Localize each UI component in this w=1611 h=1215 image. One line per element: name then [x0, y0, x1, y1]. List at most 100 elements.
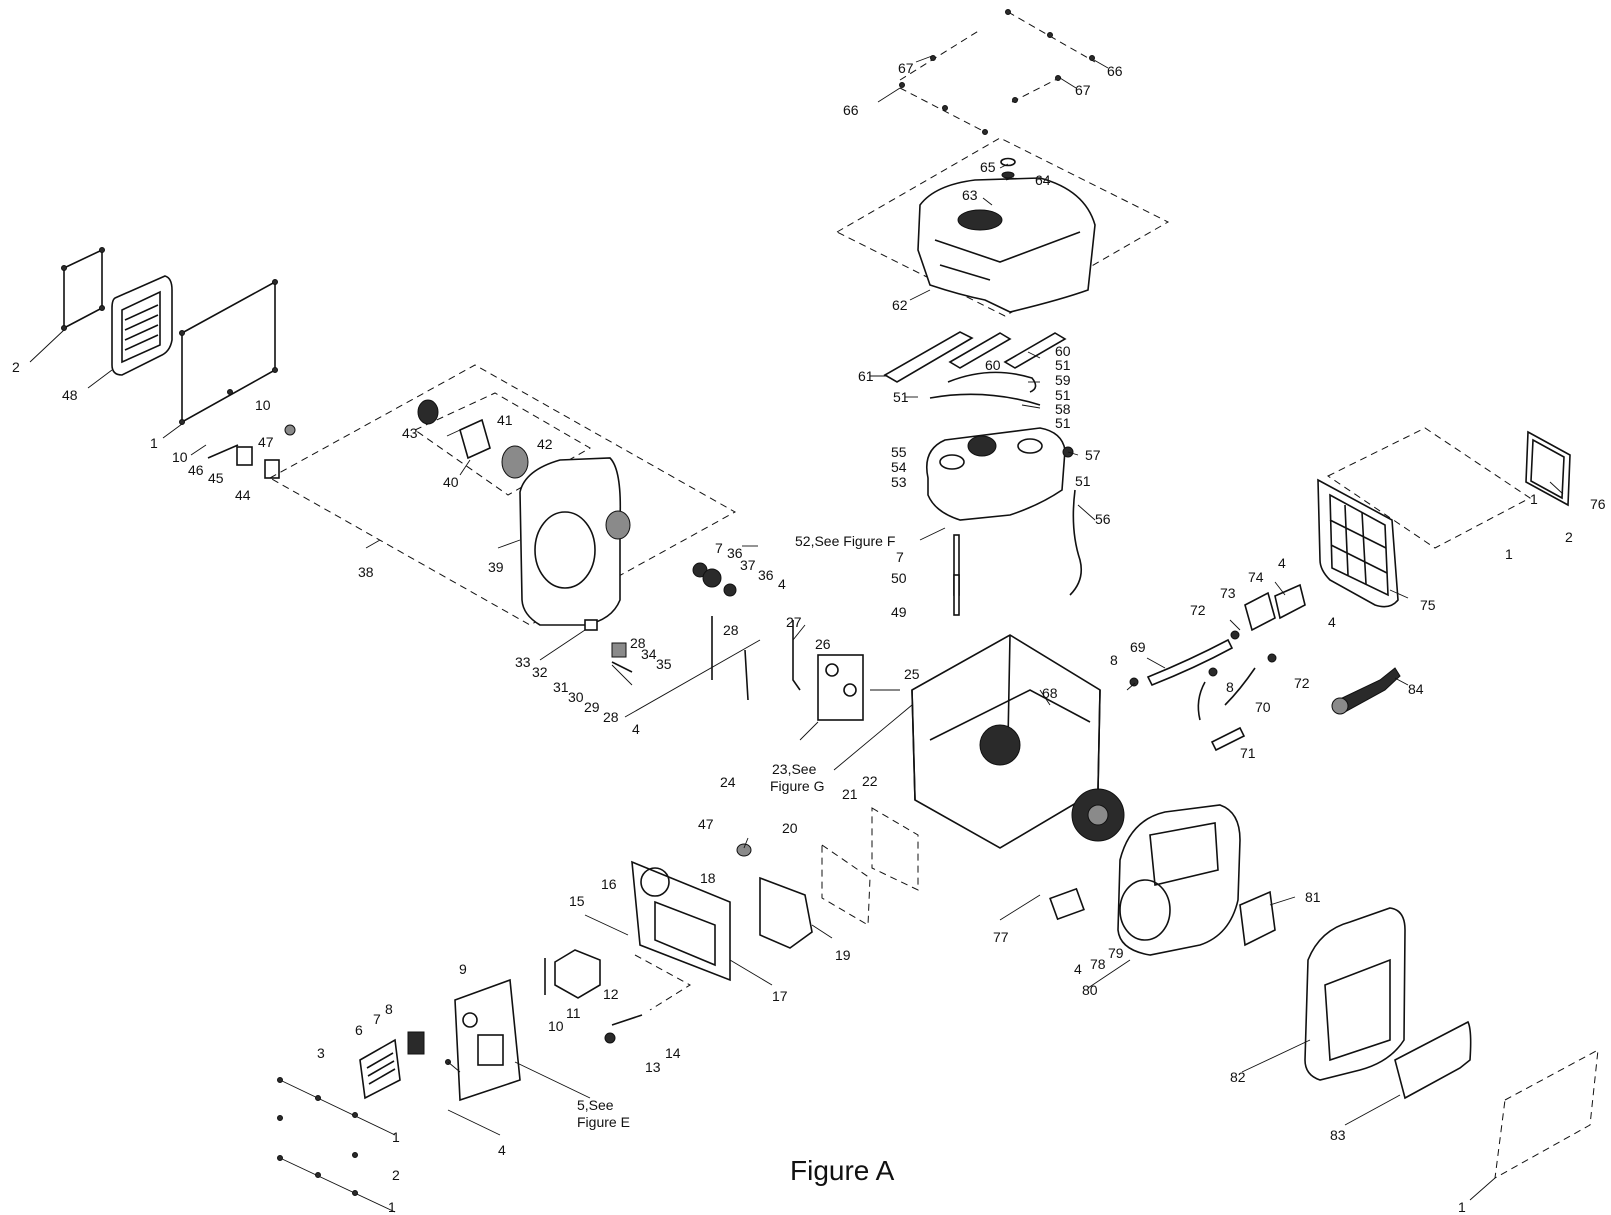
battery-group — [544, 949, 691, 1044]
callout-28-b: 28 — [723, 622, 739, 638]
callout-24: 24 — [720, 774, 736, 790]
callout-71: 71 — [1240, 745, 1256, 761]
callout-16: 16 — [601, 876, 617, 892]
callout-11: 11 — [566, 1005, 581, 1021]
top-cover-group — [835, 137, 1170, 317]
callout-4-e: 4 — [1328, 614, 1336, 630]
callout-10-a: 10 — [255, 397, 271, 413]
callout-82: 82 — [1230, 1069, 1246, 1085]
small-parts-center-group — [584, 616, 864, 721]
figure-caption: Figure A — [790, 1155, 895, 1186]
callout-63: 63 — [962, 187, 978, 203]
callout-42: 42 — [537, 436, 553, 452]
callout-22: 22 — [862, 773, 878, 789]
callout-80: 80 — [1082, 982, 1098, 998]
callout-8-c: 8 — [1226, 679, 1234, 695]
callout-5-a: 5,See — [577, 1097, 614, 1113]
callout-1-f: 1 — [1458, 1199, 1466, 1215]
muffler-guard-group — [1317, 427, 1571, 608]
callout-10-c: 10 — [548, 1018, 564, 1034]
callout-23-b: Figure G — [770, 778, 824, 794]
top-fasteners-group — [899, 9, 1096, 135]
callout-18: 18 — [700, 870, 716, 886]
callout-4-d: 4 — [1278, 555, 1286, 571]
callout-27: 27 — [786, 614, 802, 630]
callout-67-a: 67 — [898, 60, 914, 76]
callout-25: 25 — [904, 666, 920, 682]
callout-51-c: 51 — [1055, 387, 1071, 403]
callout-49: 49 — [891, 604, 907, 620]
callout-67-b: 67 — [1075, 82, 1091, 98]
callout-51-b: 51 — [893, 389, 909, 405]
callout-15: 15 — [569, 893, 585, 909]
callout-47-b: 47 — [698, 816, 714, 832]
callout-34: 34 — [641, 646, 657, 662]
outlet-panel-group — [359, 978, 521, 1102]
callout-8-b: 8 — [1110, 652, 1118, 668]
callout-50: 50 — [891, 570, 907, 586]
callout-62: 62 — [892, 297, 908, 313]
callout-20: 20 — [782, 820, 798, 836]
callout-36-b: 36 — [758, 567, 774, 583]
fuel-hoses-group — [929, 371, 1041, 406]
callout-17: 17 — [772, 988, 788, 1004]
callout-61: 61 — [858, 368, 874, 384]
intake-hoses-group — [1129, 583, 1306, 752]
callout-1-d: 1 — [1530, 491, 1538, 507]
callout-7-b: 7 — [715, 540, 723, 556]
bottom-left-fasteners — [277, 1059, 451, 1213]
callout-46: 46 — [188, 462, 204, 478]
callout-8-a: 8 — [385, 1001, 393, 1017]
callout-40: 40 — [443, 474, 459, 490]
callout-14: 14 — [665, 1045, 681, 1061]
callout-43: 43 — [402, 425, 418, 441]
callout-26: 26 — [815, 636, 831, 652]
callout-51-d: 51 — [1055, 415, 1071, 431]
callout-54: 54 — [891, 459, 907, 475]
callout-68: 68 — [1042, 685, 1058, 701]
callout-6: 6 — [355, 1022, 363, 1038]
callout-72-b: 72 — [1294, 675, 1310, 691]
callout-7-c: 7 — [373, 1011, 381, 1027]
callout-66-b: 66 — [843, 102, 859, 118]
callout-52: 52,See Figure F — [795, 533, 895, 549]
callout-58: 58 — [1055, 401, 1071, 417]
callout-9: 9 — [459, 961, 467, 977]
callout-4-a: 4 — [778, 576, 786, 592]
callout-30: 30 — [568, 689, 584, 705]
callout-65: 65 — [980, 159, 996, 175]
callout-47-a: 47 — [258, 434, 274, 450]
callout-labels: 66 67 67 66 65 64 63 62 61 60 60 51 59 5… — [12, 60, 1606, 1215]
callout-33: 33 — [515, 654, 531, 670]
callout-72-a: 72 — [1190, 602, 1206, 618]
fuel-tank-group — [926, 427, 1083, 616]
callout-1-e: 1 — [1505, 546, 1513, 562]
callout-83: 83 — [1330, 1127, 1346, 1143]
callout-4-c: 4 — [498, 1142, 506, 1158]
foam-strips-group — [883, 331, 1067, 383]
callout-36-a: 36 — [727, 545, 743, 561]
callout-70: 70 — [1255, 699, 1271, 715]
callout-28-c: 28 — [603, 709, 619, 725]
callout-57: 57 — [1085, 447, 1101, 463]
callout-1-c: 1 — [388, 1199, 396, 1215]
callout-2-c: 2 — [1565, 529, 1573, 545]
callout-31: 31 — [553, 679, 569, 695]
callout-1-a: 1 — [150, 435, 158, 451]
callout-73: 73 — [1220, 585, 1236, 601]
frame-group — [911, 634, 1125, 849]
callout-12: 12 — [603, 986, 619, 1002]
callout-59: 59 — [1055, 372, 1071, 388]
callout-55: 55 — [891, 444, 907, 460]
callout-60-a: 60 — [985, 357, 1001, 373]
callout-51-a: 51 — [1055, 357, 1071, 373]
callout-81: 81 — [1305, 889, 1321, 905]
callout-28-a: 28 — [630, 635, 646, 651]
callout-51-e: 51 — [1075, 473, 1091, 489]
callout-84: 84 — [1408, 681, 1424, 697]
callout-4-b: 4 — [632, 721, 640, 737]
callout-5-b: Figure E — [577, 1114, 630, 1130]
callout-21: 21 — [842, 786, 858, 802]
engine-group — [1049, 804, 1276, 956]
callout-78: 78 — [1090, 956, 1106, 972]
